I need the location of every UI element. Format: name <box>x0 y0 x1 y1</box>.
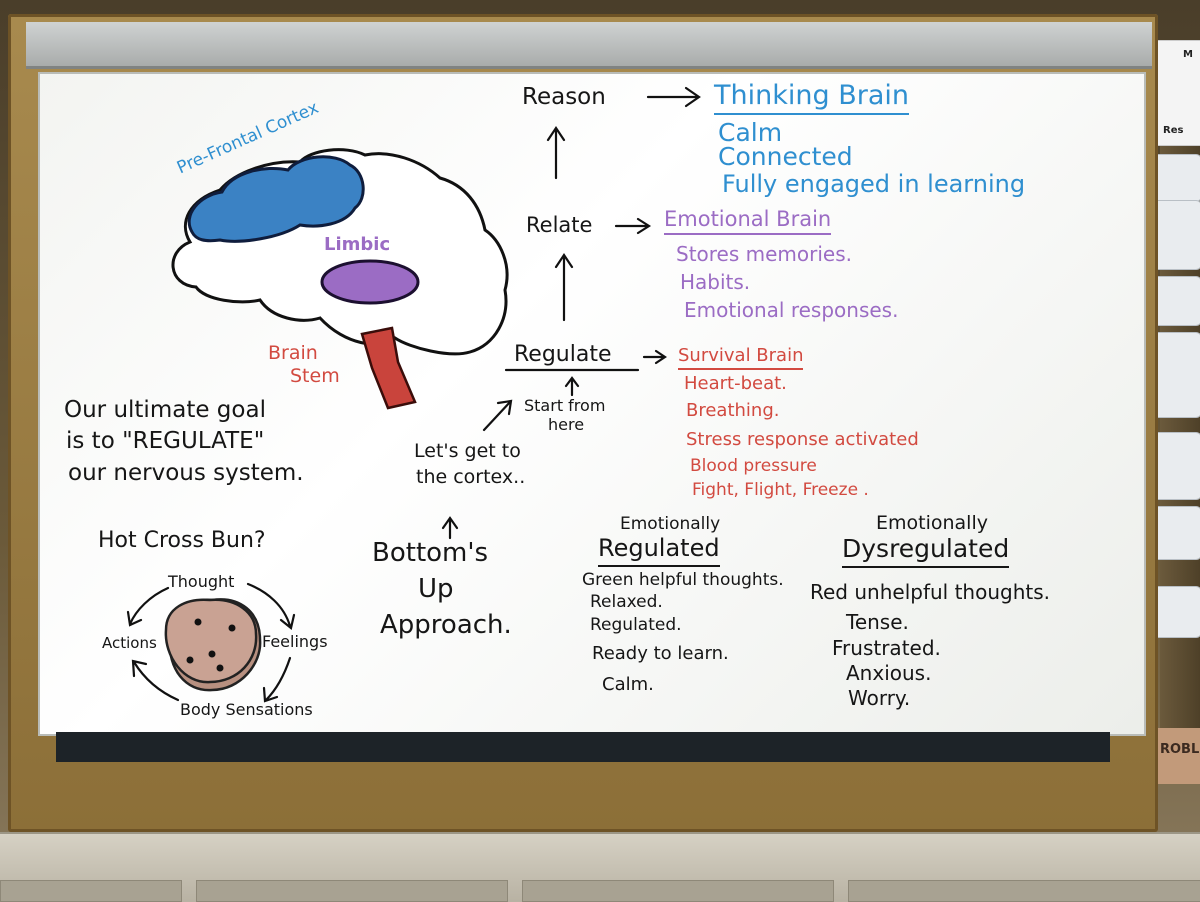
goal-text: our nervous system. <box>68 460 304 486</box>
limbic-label: Limbic <box>324 234 391 255</box>
dysregulated-item: Frustrated. <box>832 636 941 660</box>
survival-item: Blood pressure <box>690 456 817 476</box>
cortex-note: Let's get to <box>414 440 521 462</box>
start-note: Start from <box>524 396 606 415</box>
bun-seed-icon <box>194 618 202 626</box>
regulate-label: Regulate <box>514 342 612 367</box>
regulated-item: Relaxed. <box>590 592 663 612</box>
goal-text: is to "REGULATE" <box>66 428 265 454</box>
reason-label: Reason <box>522 84 606 110</box>
regulated-heading: Regulated <box>598 534 720 567</box>
regulated-item: Green helpful thoughts. <box>582 570 784 590</box>
limbic-icon <box>320 259 420 305</box>
thinking-item: Fully engaged in learning <box>722 170 1026 198</box>
brainstem-label: Stem <box>290 365 340 387</box>
emotional-item: Stores memories. <box>676 242 853 266</box>
arrow-diagonal-icon <box>482 399 513 432</box>
hcb-feelings: Feelings <box>262 632 328 651</box>
prefrontal-cortex-icon <box>187 155 365 243</box>
survival-item: Breathing. <box>686 400 780 421</box>
cycle-arrow-icon <box>262 656 292 703</box>
arrow-reason-thinking-icon <box>646 86 701 108</box>
side-box: ROBLE <box>1158 728 1200 784</box>
bun-seed-icon <box>216 664 224 672</box>
hcb-body: Body Sensations <box>180 700 313 719</box>
arrow-up-start-icon <box>564 376 580 397</box>
dysregulated-heading: Emotionally <box>876 512 988 534</box>
thinking-item: Connected <box>718 142 853 171</box>
cycle-arrow-icon <box>131 659 180 702</box>
thinking-brain-title: Thinking Brain <box>714 80 909 115</box>
hcb-thought: Thought <box>168 572 235 591</box>
dysregulated-item: Worry. <box>848 686 911 710</box>
relate-label: Relate <box>526 213 593 237</box>
brainstem-icon <box>360 326 417 410</box>
survival-item: Heart-beat. <box>684 373 787 394</box>
dysregulated-item: Anxious. <box>846 661 932 685</box>
bottom-up-text: Up <box>418 574 454 604</box>
bun-seed-icon <box>208 650 216 658</box>
bun-seed-icon <box>228 624 236 632</box>
hcb-actions: Actions <box>102 634 157 652</box>
dysregulated-heading: Dysregulated <box>842 534 1010 568</box>
cycle-arrow-icon <box>246 582 296 630</box>
brainstem-label: Brain <box>268 342 318 364</box>
thinking-item: Calm <box>718 118 783 147</box>
bun-seed-icon <box>186 656 194 664</box>
start-note: here <box>548 415 585 434</box>
bun-icon <box>164 598 258 684</box>
survival-item: Stress response activated <box>686 429 919 450</box>
dysregulated-item: Red unhelpful thoughts. <box>810 580 1050 604</box>
whiteboard-rail <box>26 22 1152 69</box>
dysregulated-item: Tense. <box>846 610 909 634</box>
arrow-up-relate-icon <box>554 253 574 322</box>
regulated-heading: Emotionally <box>620 514 721 534</box>
arrow-up-bottom-icon <box>441 516 459 540</box>
bottom-up-text: Approach. <box>380 610 512 640</box>
emotional-brain-title: Emotional Brain <box>664 207 832 235</box>
arrow-relate-emotional-icon <box>614 217 652 235</box>
cortex-note: the cortex.. <box>416 466 526 488</box>
arrow-regulate-survival-icon <box>642 349 667 365</box>
survival-item: Fight, Flight, Freeze . <box>692 480 869 500</box>
hcb-title: Hot Cross Bun? <box>98 528 266 553</box>
survival-brain-title: Survival Brain <box>678 345 804 370</box>
cycle-arrow-icon <box>126 586 170 627</box>
regulated-item: Ready to learn. <box>592 643 729 664</box>
emotional-item: Emotional responses. <box>684 298 899 322</box>
arrow-up-reason-icon <box>546 126 566 180</box>
regulated-item: Regulated. <box>590 615 682 635</box>
goal-text: Our ultimate goal <box>64 397 266 423</box>
bottom-up-text: Bottom's <box>372 538 489 568</box>
emotional-item: Habits. <box>680 270 751 294</box>
regulated-item: Calm. <box>602 674 654 695</box>
frame-gap <box>56 732 1110 762</box>
